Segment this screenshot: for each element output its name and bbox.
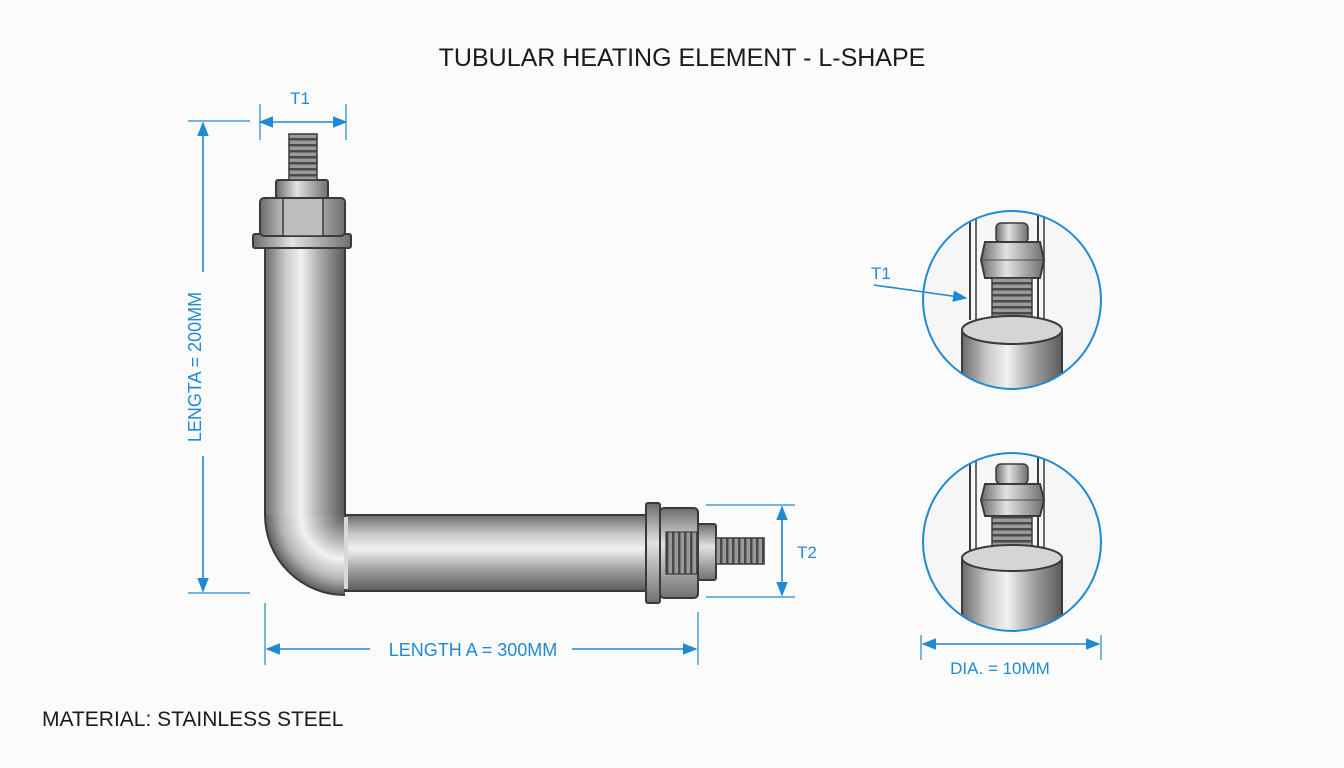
tube-bend: [265, 515, 345, 595]
length-horizontal-label: LENGTH A = 300MM: [389, 640, 558, 660]
t1-top-label: T1: [290, 89, 310, 108]
diameter-label: DIA. = 10MM: [950, 659, 1050, 678]
side-threaded-stud: [715, 537, 765, 565]
detail-view-bottom: DIA. = 10MM: [920, 452, 1102, 678]
tube-horizontal-leg: [344, 514, 651, 592]
detail-t1-label: T1: [871, 264, 891, 283]
diagram-title: TUBULAR HEATING ELEMENT - L-SHAPE: [439, 44, 926, 72]
top-nut: [275, 179, 329, 199]
dimension-t1-top: T1: [258, 89, 348, 140]
detail-view-top: T1: [871, 210, 1102, 390]
t2-side-label: T2: [797, 543, 817, 562]
dimension-length-horizontal: LENGTH A = 300MM: [264, 603, 699, 665]
dimension-length-vertical: LENGTA = 200MM: [185, 120, 250, 594]
dimension-t2-side: T2: [706, 504, 817, 598]
tube-vertical-leg: [264, 245, 346, 517]
side-nut: [697, 523, 717, 581]
material-note: MATERIAL: STAINLESS STEEL: [42, 708, 343, 731]
length-vertical-label: LENGTA = 200MM: [185, 292, 205, 442]
top-threaded-stud: [288, 133, 318, 181]
side-collar: [645, 502, 661, 604]
heating-element: [252, 133, 765, 604]
